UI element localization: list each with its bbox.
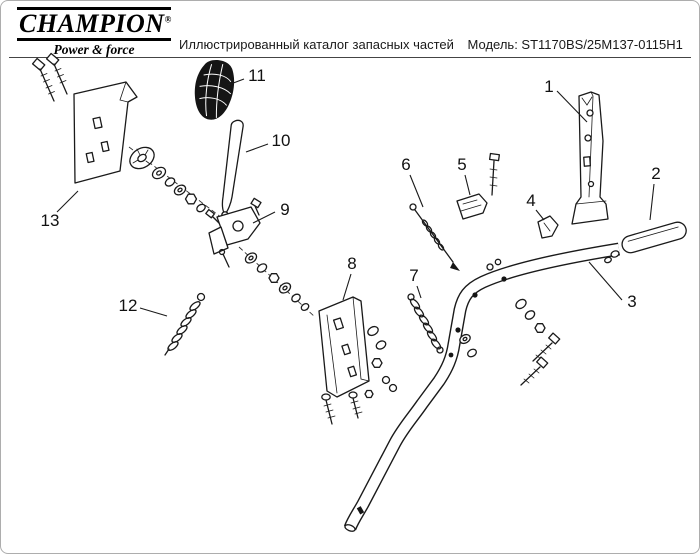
fastener-set-right <box>459 298 561 386</box>
callout-12: 12 <box>119 296 138 315</box>
part-4-clip <box>537 215 559 239</box>
part-5-bracket <box>456 152 501 220</box>
callout-7: 7 <box>409 266 418 285</box>
document-title: Иллюстрированный каталог запасных частей… <box>179 37 683 52</box>
callout-5: 5 <box>457 155 466 174</box>
callout-6: 6 <box>401 155 410 174</box>
model-number: Модель: ST1170BS/25M137-0115H1 <box>467 37 683 52</box>
callout-11: 11 <box>248 66 266 85</box>
part-8-mount-plate <box>318 296 370 398</box>
header-divider <box>9 57 691 58</box>
washer-stack-mid <box>238 246 316 318</box>
part-10-shift-lever <box>221 119 244 219</box>
callout-13: 13 <box>41 211 60 230</box>
callout-8: 8 <box>347 254 356 273</box>
callout-9: 9 <box>280 200 289 219</box>
part-3-handlebar-tube <box>343 242 621 532</box>
callout-10-leader <box>245 143 269 153</box>
part-12-spring <box>164 292 206 356</box>
brand-tagline: Power & force <box>53 42 135 58</box>
brand-name-text: CHAMPION <box>19 9 165 38</box>
callouts: 1 2 3 4 5 6 7 8 9 10 11 12 13 <box>41 66 661 317</box>
callout-4: 4 <box>526 191 535 210</box>
part-13-bracket-panel <box>31 52 138 184</box>
catalog-title-text: Иллюстрированный каталог запасных частей <box>179 37 454 52</box>
callout-1: 1 <box>544 77 553 96</box>
callout-2: 2 <box>651 164 660 183</box>
callout-10: 10 <box>272 131 291 150</box>
part-1-handle-post <box>571 91 609 225</box>
washers-junction <box>486 258 502 271</box>
callout-3-leader <box>588 261 623 301</box>
champion-logo: CHAMPION® Power & force <box>17 7 171 58</box>
callout-2-leader <box>649 183 655 221</box>
part-9-lever-bracket <box>208 197 262 268</box>
part-6-rod <box>409 203 460 271</box>
callout-3: 3 <box>627 292 636 311</box>
callout-12-leader <box>139 307 168 317</box>
callout-9-leader <box>252 211 276 224</box>
fastener-set-center <box>321 325 398 425</box>
part-7-spring <box>407 293 444 354</box>
callout-5-leader <box>464 174 471 196</box>
brand-name: CHAMPION® <box>17 7 172 42</box>
part-11-shift-knob <box>194 60 235 120</box>
callout-8-leader <box>342 273 352 301</box>
washer-stack-upper <box>128 146 244 235</box>
callout-7-leader <box>416 285 422 299</box>
callout-13-leader <box>56 190 79 213</box>
part-2-grip <box>604 221 687 264</box>
callout-1-leader <box>556 90 588 123</box>
callout-11-leader <box>227 78 245 86</box>
callout-6-leader <box>409 174 424 208</box>
callout-4-leader <box>535 209 545 221</box>
registered-mark: ® <box>164 14 172 25</box>
